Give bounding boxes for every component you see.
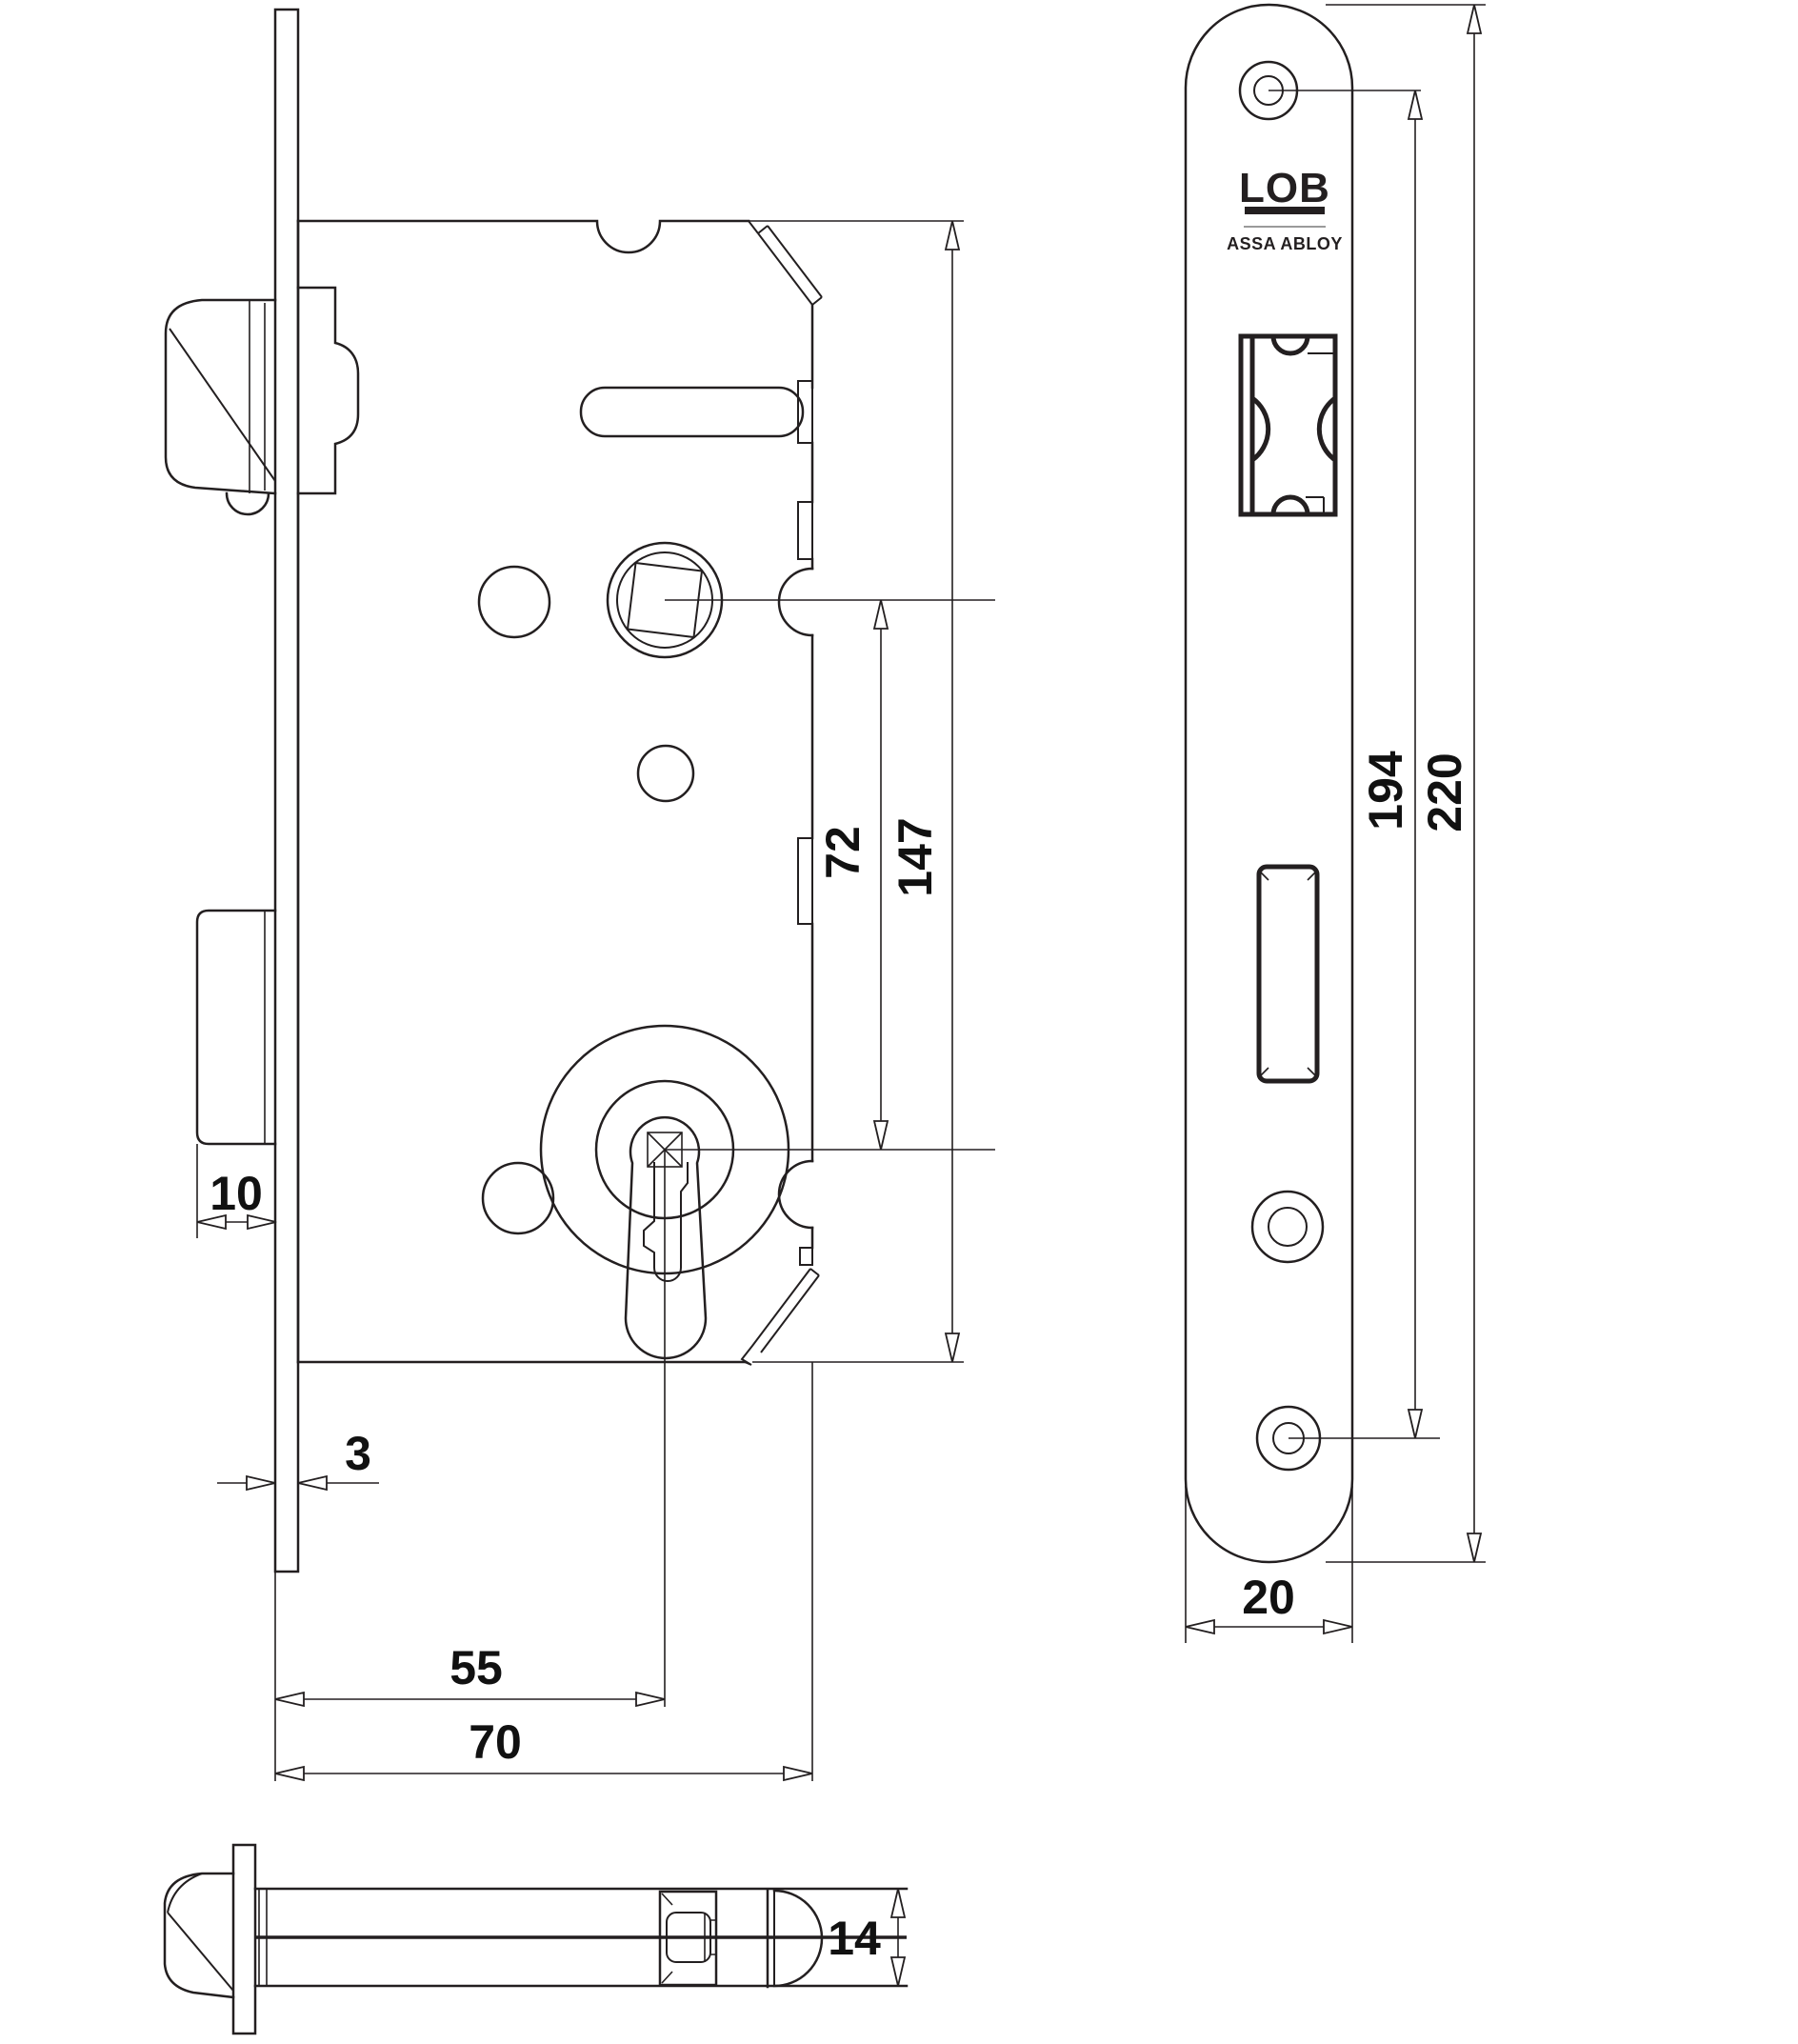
- brand-logo: LOB ASSA ABLOY: [1227, 165, 1343, 253]
- case-top-chamfer: [748, 220, 823, 306]
- latch-head-wedge: [163, 1872, 235, 1999]
- latch-collar: [258, 1889, 268, 1986]
- latch-bolt-front: [1238, 333, 1338, 517]
- spring-box: [658, 1890, 718, 1987]
- lock-case-side-view: [164, 8, 995, 1781]
- deadbolt-side: [195, 909, 277, 1146]
- front-view-dimensions: 194 220 20: [1185, 4, 1483, 1635]
- latch-bolt-top-view: [163, 1843, 909, 2035]
- latch-bolt-side: [164, 286, 360, 516]
- logo-text: LOB: [1239, 165, 1330, 211]
- logo-underline: [1245, 207, 1325, 214]
- faceplate-side: [273, 8, 300, 1573]
- case-bottom-chamfer: [740, 1268, 820, 1366]
- faceplate-outline: [1184, 3, 1354, 1564]
- dim-194-label: 194: [1359, 751, 1412, 831]
- cylinder-edge-notch: [777, 1159, 814, 1230]
- dim-10-label: 10: [210, 1167, 263, 1220]
- logo-subtitle: ASSA ABLOY: [1227, 234, 1343, 253]
- case-top-edge: [296, 219, 750, 254]
- dim-72-label: 72: [816, 826, 869, 879]
- faceplate-section: [231, 1843, 257, 2035]
- dim-20-label: 20: [1242, 1571, 1295, 1624]
- dim-3-label: 3: [345, 1427, 371, 1480]
- dim-70-label: 70: [469, 1715, 522, 1769]
- rivet-hole-lower-left: [481, 1161, 555, 1235]
- spindle-edge-notch: [777, 567, 814, 637]
- faceplate-front-view: LOB ASSA ABLOY: [1184, 3, 1486, 1643]
- dim-14-label: 14: [828, 1912, 881, 1965]
- bottom-view-dimensions: 14: [828, 1888, 907, 1987]
- side-view-dimensions: 10 3 55 70 72 147: [196, 220, 961, 1782]
- case-right-edge: [777, 303, 814, 1266]
- end-cap: [766, 1888, 824, 1989]
- screw-hole-middle: [1250, 1190, 1325, 1264]
- rivet-hole-upper-left: [477, 565, 551, 639]
- dim-220-label: 220: [1418, 752, 1471, 832]
- latch-housing-edges: [253, 1887, 909, 1988]
- dim-147-label: 147: [889, 817, 942, 896]
- follower-spring-slot: [579, 386, 805, 438]
- cylinder-centerline: [664, 1149, 995, 1707]
- rivet-hole-middle: [636, 744, 695, 803]
- deadbolt-slot-front: [1256, 864, 1320, 1084]
- ext-lines-plate-width: [1185, 1486, 1353, 1643]
- dim-55-label: 55: [450, 1641, 503, 1694]
